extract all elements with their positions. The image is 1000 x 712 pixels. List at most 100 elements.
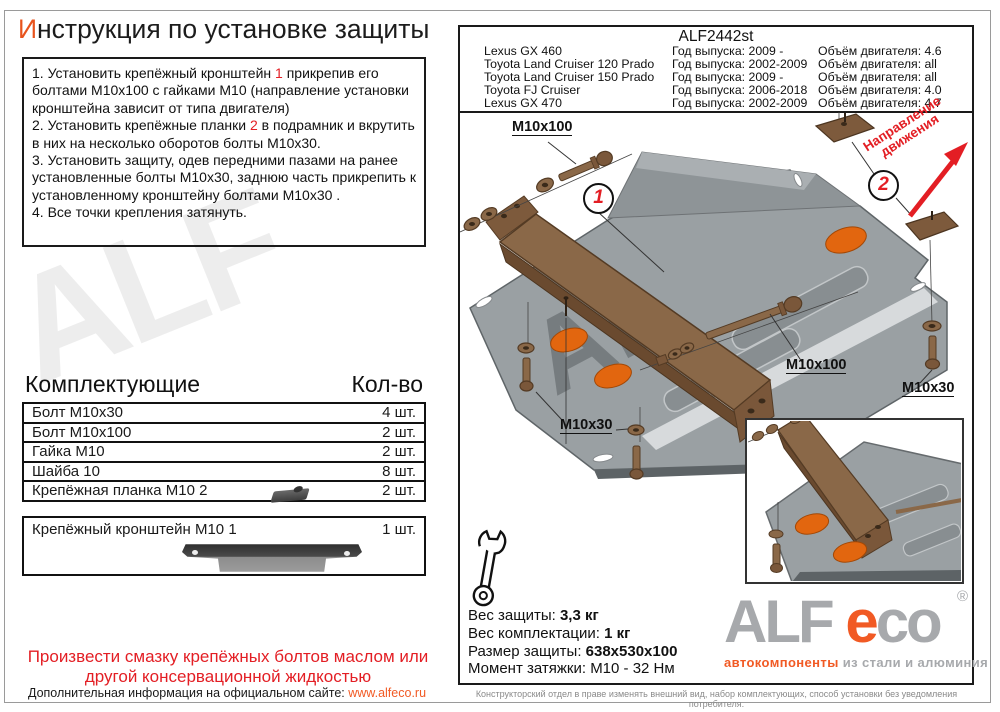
specs-block: Вес защиты: 3,3 кг Вес комплектации: 1 к… [468, 607, 677, 678]
label-m10x30-bottom: M10x30 [560, 417, 613, 434]
spec-value: 3,3 кг [559, 607, 599, 624]
vehicle-engine: Объём двигателя: 4.0 [818, 83, 942, 97]
logo-e: e [845, 588, 878, 655]
parts-table-row: Гайка М10 2 шт. [24, 441, 424, 461]
vehicle-engine: Объём двигателя: 4.6 [818, 44, 942, 58]
tagline-accent: автокомпоненты [724, 655, 839, 670]
spec-line: Вес комплектации: 1 кг [468, 625, 677, 643]
alfeco-logo: ® ALF eco автокомпоненты из стали и алюм… [724, 588, 988, 670]
instruction-item: 2. Установить крепёжные планки 2 в подра… [32, 117, 415, 151]
label-m10x100-mid: M10x100 [786, 357, 847, 374]
part-name: Крепёжный кронштейн М10 1 [32, 521, 237, 538]
vehicle-model: Lexus GX 460 [484, 44, 562, 58]
parts-title: Комплектующие [25, 371, 201, 397]
vehicle-row: Lexus GX 460 Год выпуска: 2009 - Объём д… [484, 45, 972, 58]
part-name: Крепёжная планка М10 2 [32, 482, 208, 499]
website-line: Дополнительная информация на официальном… [0, 686, 454, 700]
part-qty: 8 шт. [382, 462, 416, 480]
spec-line: Вес защиты: 3,3 кг [468, 607, 677, 625]
spec-line: Момент затяжки: М10 - 32 Нм [468, 660, 677, 678]
part-name: Шайба 10 [32, 462, 100, 480]
vehicle-engine: Объём двигателя: all [818, 70, 937, 84]
bolt-m10x30-left [517, 302, 563, 421]
bolt-m10x100-top [460, 141, 633, 233]
parts-table: Болт М10х30 4 шт. Болт М10х100 2 шт. Гай… [22, 402, 426, 503]
vehicle-row: Toyota Land Cruiser 120 Prado Год выпуск… [484, 58, 972, 71]
logo-co: co [875, 588, 943, 655]
spec-label: Вес защиты: [468, 607, 560, 624]
parts-header: Комплектующие Кол-во [25, 371, 423, 398]
part-number: ALF2442st [678, 28, 754, 45]
spec-label: Вес комплектации: [468, 624, 605, 642]
logo-alf: ALF [724, 588, 846, 655]
inset-closeup [745, 418, 964, 584]
vehicle-model: Lexus GX 470 [484, 96, 562, 110]
vehicle-table: Lexus GX 460 Год выпуска: 2009 - Объём д… [484, 45, 972, 110]
tagline-rest: из стали и алюминия [838, 655, 989, 670]
vehicle-year: Год выпуска: 2002-2009 [672, 96, 808, 110]
logo-text: ALF eco [724, 591, 966, 653]
bracket-part-icon [182, 544, 362, 572]
clamp-plates [814, 112, 960, 241]
vehicle-model: Toyota Land Cruiser 120 Prado [484, 57, 655, 71]
label-m10x30-right: M10x30 [902, 380, 955, 397]
spec-value: 1 кг [604, 624, 631, 642]
registered-mark: ® [956, 588, 968, 605]
logo-tagline: автокомпоненты из стали и алюминия [724, 655, 988, 670]
vehicle-year: Год выпуска: 2006-2018 [672, 83, 808, 97]
website-link[interactable]: www.alfeco.ru [348, 686, 427, 700]
website-info: Дополнительная информация на официальном… [27, 686, 349, 700]
part-name: Болт М10х100 [32, 423, 132, 441]
mounting-bracket [485, 195, 775, 444]
bolt-m10x30-center [615, 407, 645, 480]
parts-table-row: Крепёжный кронштейн М10 1 1 шт. [24, 518, 424, 540]
exploded-view-diagram: AL [460, 112, 968, 584]
page-title: Инструкция по установке защиты [18, 14, 429, 45]
callout-2: 2 [868, 170, 899, 201]
instruction-item: 1. Установить крепёжный кронштейн 1 прик… [32, 65, 409, 116]
vehicle-row: Toyota Land Cruiser 150 Prado Год выпуск… [484, 71, 972, 84]
title-rest: нструкция по установке защиты [37, 14, 430, 44]
part-qty: 2 шт. [382, 482, 416, 499]
skid-plate: AL [469, 151, 948, 479]
spec-value: 638х530х100 [585, 642, 678, 660]
bolt-m10x100-mid [639, 291, 859, 371]
part-qty: 4 шт. [382, 404, 416, 421]
part-name: Гайка М10 [32, 443, 105, 460]
vehicle-model: Toyota Land Cruiser 150 Prado [484, 70, 655, 84]
vehicle-row: Toyota FJ Cruiser Год выпуска: 2006-2018… [484, 84, 972, 97]
design-disclaimer: Конструкторский отдел в праве изменять в… [475, 689, 958, 709]
title-accent-letter: И [18, 14, 38, 44]
vehicle-table-divider [460, 27, 972, 113]
part-qty: 2 шт. [382, 423, 416, 441]
part-qty: 1 шт. [382, 521, 416, 538]
parts-table-row: Шайба 10 8 шт. [24, 460, 424, 481]
vehicle-year: Год выпуска: 2002-2009 [672, 57, 808, 71]
spec-label: Момент затяжки: [468, 660, 591, 678]
parts-table-row: Крепёжная планка М10 2 2 шт. [24, 480, 424, 503]
parts-table-bracket: Крепёжный кронштейн М10 1 1 шт. [22, 516, 426, 576]
callout-1: 1 [583, 183, 614, 214]
instruction-item: 3. Установить защиту, одев передними паз… [32, 152, 416, 203]
label-m10x100-top: M10x100 [512, 119, 573, 136]
diagram-panel-border [458, 25, 974, 685]
parts-qty-title: Кол-во [351, 371, 423, 397]
direction-arrow [908, 142, 968, 218]
part-qty: 2 шт. [382, 443, 416, 460]
vehicle-engine: Объём двигателя: all [818, 57, 937, 71]
lubrication-warning: Произвести смазку крепёжных болтов масло… [27, 647, 429, 686]
spec-label: Размер защиты: [468, 642, 586, 660]
parts-table-row: Болт М10х30 4 шт. [24, 404, 424, 422]
vehicle-row: Lexus GX 470 Год выпуска: 2002-2009 Объё… [484, 97, 972, 110]
rubber-plugs [550, 226, 867, 389]
vehicle-engine: Объём двигателя: 4.7 [818, 96, 942, 110]
bolt-m10x30-right [919, 239, 942, 384]
instruction-item: 4. Все точки крепления затянуть. [32, 204, 247, 221]
parts-table-row: Болт М10х100 2 шт. [24, 421, 424, 442]
plate-part-icon [270, 488, 310, 503]
vehicle-model: Toyota FJ Cruiser [484, 83, 581, 97]
spec-value: М10 - 32 Нм [590, 660, 675, 678]
spec-line: Размер защиты: 638х530х100 [468, 643, 677, 661]
callout1-leader [597, 211, 665, 273]
